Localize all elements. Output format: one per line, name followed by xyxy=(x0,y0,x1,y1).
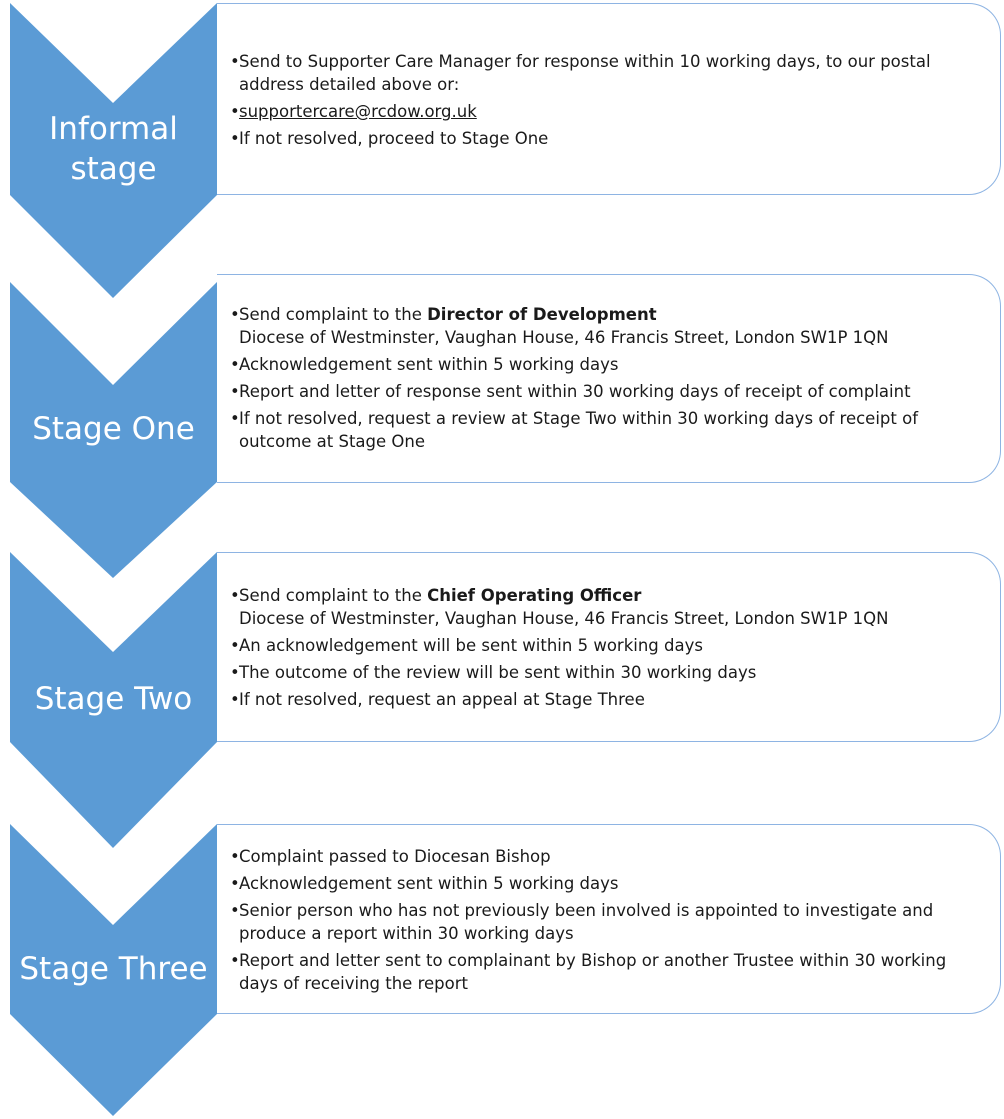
bullet-icon: • xyxy=(230,52,240,71)
item-text: An acknowledgement will be sent within 5… xyxy=(239,636,703,655)
list-item: •Senior person who has not previously be… xyxy=(230,899,980,945)
card-stage-three: •Complaint passed to Diocesan Bishop •Ac… xyxy=(217,824,1001,1014)
item-text: Report and letter of response sent withi… xyxy=(239,382,911,401)
email-link[interactable]: supportercare@rcdow.org.uk xyxy=(239,102,477,121)
bullet-icon: • xyxy=(230,129,240,148)
stage-label-line: Stage One xyxy=(32,411,195,447)
card-stage-two: •Send complaint to the Chief Operating O… xyxy=(217,552,1001,742)
item-text: Acknowledgement sent within 5 working da… xyxy=(239,874,619,893)
bullet-list: •Send complaint to the Chief Operating O… xyxy=(230,584,980,711)
list-item: •Send complaint to the Chief Operating O… xyxy=(230,584,980,630)
recipient-title: Chief Operating Officer xyxy=(427,586,642,605)
list-item: •Acknowledgement sent within 5 working d… xyxy=(230,872,980,895)
bullet-list: •Complaint passed to Diocesan Bishop •Ac… xyxy=(230,845,980,995)
stage-label-line: Stage Two xyxy=(34,681,193,717)
bullet-icon: • xyxy=(230,663,240,682)
stage-label-three: Stage Three xyxy=(10,949,217,989)
item-text: The outcome of the review will be sent w… xyxy=(239,663,757,682)
stage-label-line: stage xyxy=(70,151,157,187)
list-item: •Report and letter sent to complainant b… xyxy=(230,949,980,995)
list-item: •supportercare@rcdow.org.uk xyxy=(230,100,980,123)
bullet-icon: • xyxy=(230,382,240,401)
item-text: Send to Supporter Care Manager for respo… xyxy=(239,52,931,94)
card-stage-one: •Send complaint to the Director of Devel… xyxy=(217,274,1001,483)
item-text: Report and letter sent to complainant by… xyxy=(239,951,947,993)
bullet-icon: • xyxy=(230,102,240,121)
item-text: Send complaint to the xyxy=(239,305,428,324)
chevron-stage-two xyxy=(10,552,217,848)
address-line: Diocese of Westminster, Vaughan House, 4… xyxy=(239,328,889,347)
stage-label-one: Stage One xyxy=(10,409,217,449)
stage-label-line: Informal xyxy=(49,111,178,147)
bullet-list: •Send complaint to the Director of Devel… xyxy=(230,303,980,453)
chevron-informal-stage xyxy=(10,3,217,298)
list-item: •Complaint passed to Diocesan Bishop xyxy=(230,845,980,868)
bullet-icon: • xyxy=(230,901,240,920)
card-informal-stage: •Send to Supporter Care Manager for resp… xyxy=(217,3,1001,195)
item-text: If not resolved, request an appeal at St… xyxy=(239,690,645,709)
item-text: If not resolved, proceed to Stage One xyxy=(239,129,549,148)
list-item: •Send to Supporter Care Manager for resp… xyxy=(230,50,980,96)
item-text: Send complaint to the xyxy=(239,586,428,605)
bullet-icon: • xyxy=(230,951,240,970)
list-item: •Send complaint to the Director of Devel… xyxy=(230,303,980,349)
item-text: Senior person who has not previously bee… xyxy=(239,901,934,943)
list-item: •Acknowledgement sent within 5 working d… xyxy=(230,353,980,376)
chevron-stage-three xyxy=(10,824,217,1116)
address-line: Diocese of Westminster, Vaughan House, 4… xyxy=(239,609,889,628)
stage-label-line: Stage Three xyxy=(19,951,208,987)
list-item: •The outcome of the review will be sent … xyxy=(230,661,980,684)
bullet-icon: • xyxy=(230,409,240,428)
item-text: Acknowledgement sent within 5 working da… xyxy=(239,355,619,374)
item-text: If not resolved, request a review at Sta… xyxy=(239,409,919,451)
list-item: •Report and letter of response sent with… xyxy=(230,380,980,403)
stage-label-informal: Informal stage xyxy=(10,109,217,189)
stage-label-two: Stage Two xyxy=(10,679,217,719)
bullet-icon: • xyxy=(230,355,240,374)
bullet-list: •Send to Supporter Care Manager for resp… xyxy=(230,50,980,150)
recipient-title: Director of Development xyxy=(427,305,657,324)
bullet-icon: • xyxy=(230,847,240,866)
bullet-icon: • xyxy=(230,874,240,893)
bullet-icon: • xyxy=(230,690,240,709)
list-item: •If not resolved, request an appeal at S… xyxy=(230,688,980,711)
list-item: •If not resolved, proceed to Stage One xyxy=(230,127,980,150)
chevron-stage-one xyxy=(10,282,217,578)
bullet-icon: • xyxy=(230,586,240,605)
bullet-icon: • xyxy=(230,636,240,655)
list-item: •If not resolved, request a review at St… xyxy=(230,407,980,453)
list-item: •An acknowledgement will be sent within … xyxy=(230,634,980,657)
bullet-icon: • xyxy=(230,305,240,324)
item-text: Complaint passed to Diocesan Bishop xyxy=(239,847,551,866)
